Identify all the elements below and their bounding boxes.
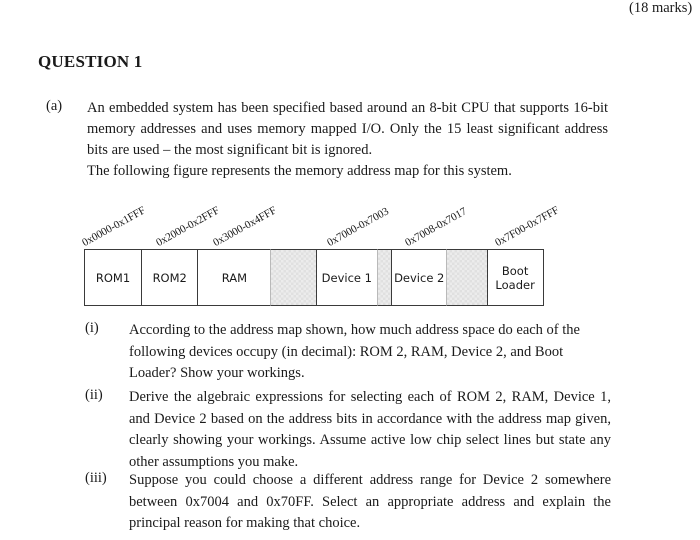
memory-block: Device 2	[391, 249, 448, 306]
address-range-label: 0x2000-0x2FFF	[154, 204, 222, 249]
item-text-iii: Suppose you could choose a different add…	[129, 472, 611, 531]
page-title: QUESTION 1	[38, 52, 143, 71]
address-range-label: 0x3000-0x4FFF	[211, 204, 279, 249]
address-range-label: 0x7008-0x7017	[403, 205, 469, 249]
part-a-text: An embedded system has been specified ba…	[87, 100, 608, 158]
memory-block: RAM	[197, 249, 272, 306]
item-marker-ii: (ii)	[85, 387, 103, 403]
marks-label: (18 marks)	[629, 0, 693, 16]
memory-block: Boot Loader	[486, 249, 544, 306]
item-text-i: According to the address map shown, how …	[129, 322, 580, 381]
memory-block: Device 1	[315, 249, 378, 306]
memory-block: ROM2	[140, 249, 199, 306]
question-item-iii: (iii) Suppose you could choose a differe…	[85, 470, 615, 535]
memory-gap-block	[376, 249, 393, 306]
item-marker-iii: (iii)	[85, 470, 107, 486]
memory-block: ROM1	[84, 249, 142, 306]
question-item-ii: (ii) Derive the algebraic expressions fo…	[85, 387, 615, 473]
item-text-ii: Derive the algebraic expressions for sel…	[129, 389, 611, 470]
address-range-label: 0x7000-0x7003	[325, 205, 391, 249]
part-a-marker: (a)	[46, 98, 63, 114]
item-marker-i: (i)	[85, 320, 99, 336]
question-item-i: (i) According to the address map shown, …	[85, 320, 615, 385]
memory-gap-block	[445, 249, 488, 306]
figure-intro-line: The following figure represents the memo…	[87, 163, 512, 179]
memory-gap-block	[270, 249, 318, 306]
address-range-label: 0x7F00-0x7FFF	[493, 204, 561, 249]
part-a-block: (a) An embedded system has been specifie…	[46, 98, 646, 161]
address-range-label: 0x0000-0x1FFF	[80, 204, 148, 249]
